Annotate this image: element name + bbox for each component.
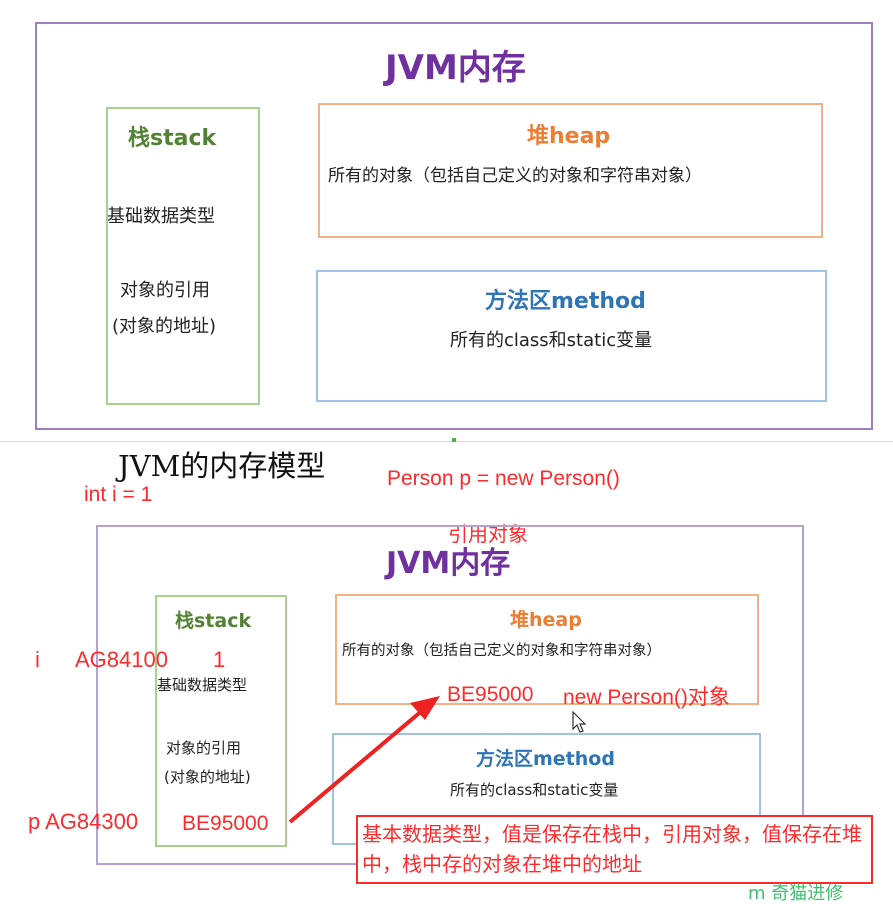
heap-box-top: [318, 103, 823, 238]
stack-address-label-top: (对象的地址): [112, 316, 217, 337]
stack-box-bottom: [155, 595, 287, 847]
stack-primitive-label-top: 基础数据类型: [107, 206, 215, 227]
method-desc-top: 所有的class和static变量: [450, 330, 653, 351]
jvm-memory-frame-top: [35, 22, 873, 430]
mouse-cursor-icon: [572, 711, 587, 733]
method-desc-bottom: 所有的class和static变量: [450, 781, 619, 799]
code-int-label: int i = 1: [84, 483, 153, 506]
jvm-model-title: JVM的内存模型: [118, 449, 326, 483]
var-i-label: i: [35, 647, 40, 672]
heap-address-value: BE95000: [447, 683, 534, 706]
note-text: 基本数据类型，值是保存在栈中，引用对象，值保存在堆中，栈中存的对象在堆中的地址: [362, 824, 862, 876]
separator-dot: [452, 438, 456, 442]
heap-title-top: 堆heap: [527, 124, 611, 149]
stack-reference-label-top: 对象的引用: [120, 280, 210, 301]
stack-title-top: 栈stack: [128, 126, 217, 151]
var-i-address: AG84100: [75, 647, 168, 672]
var-i-value: 1: [213, 647, 226, 672]
method-box-top: [316, 270, 827, 402]
stack-box-top: [106, 107, 260, 405]
stack-title-bottom: 栈stack: [175, 610, 252, 632]
heap-object-label: new Person()对象: [563, 686, 730, 709]
stack-address-label-bottom: (对象的地址): [164, 768, 251, 786]
method-title-top: 方法区method: [485, 289, 646, 314]
heap-desc-top: 所有的对象（包括自己定义的对象和字符串对象）: [328, 166, 702, 186]
note-box: [356, 815, 873, 884]
jvm-memory-title-top: JVM内存: [385, 48, 526, 88]
jvm-memory-title-bottom: JVM内存: [386, 546, 511, 581]
stack-primitive-label-bottom: 基础数据类型: [157, 676, 248, 694]
separator-line: [0, 441, 893, 442]
stack-p-value: BE95000: [182, 812, 269, 835]
reference-object-label: 引用对象: [448, 524, 528, 546]
heap-box-bottom: [335, 594, 759, 705]
heap-desc-bottom: 所有的对象（包括自己定义的对象和字符串对象）: [342, 643, 661, 659]
watermark-logo: m 奇猫进修: [748, 883, 844, 903]
stack-reference-label-bottom: 对象的引用: [166, 739, 242, 757]
heap-title-bottom: 堆heap: [510, 609, 582, 631]
method-title-bottom: 方法区method: [476, 748, 615, 770]
code-person-label: Person p = new Person(): [387, 467, 620, 490]
var-p-address: p AG84300: [28, 809, 139, 834]
